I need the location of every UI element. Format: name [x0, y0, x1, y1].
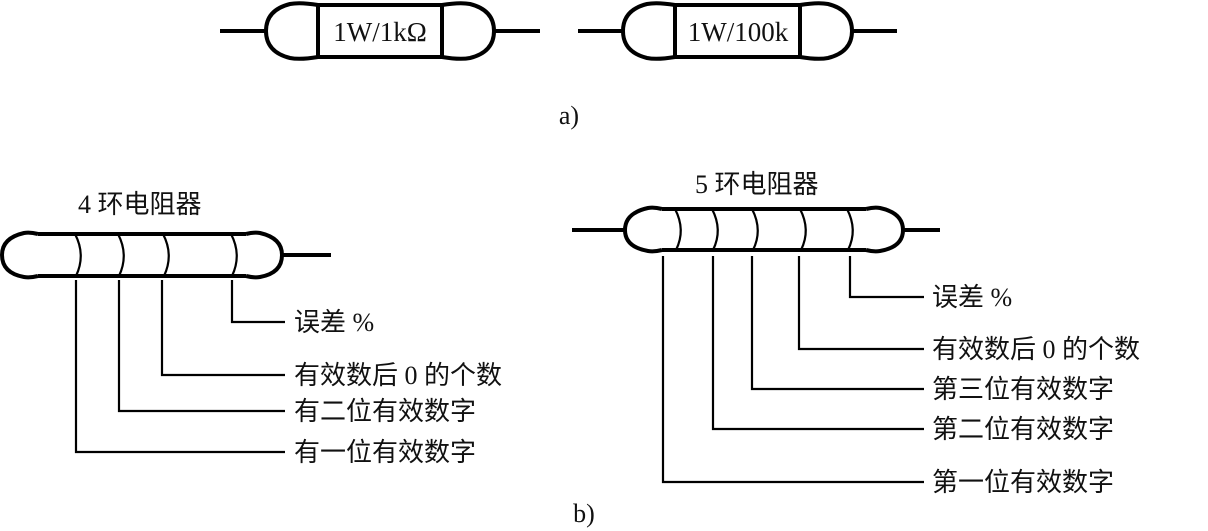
- end-cap-left: [622, 205, 663, 254]
- four-band-label-4: 误差 %: [294, 308, 374, 337]
- leader-band-4: [797, 256, 924, 351]
- five-band-resistor: 5 环电阻器 误差 % 有效数后 0 的个数 第三位有效数字 第二位有效数字 第…: [572, 170, 1140, 497]
- caption-a: a): [559, 101, 579, 130]
- four-band-resistor: 4 环电阻器 误差 % 有效数后 0 的个数 有二位有效数字 有一位有效数字: [0, 190, 502, 467]
- caption-b: b): [573, 499, 595, 528]
- five-band-title: 5 环电阻器: [695, 170, 819, 199]
- resistor-a1: 1W/1kΩ: [220, 1, 540, 61]
- five-band-label-4: 有效数后 0 的个数: [932, 335, 1140, 364]
- resistor-body: [316, 3, 444, 59]
- end-cap-right: [245, 230, 285, 280]
- end-cap-left: [0, 230, 39, 280]
- band-1: [674, 208, 682, 251]
- band-3: [751, 208, 759, 251]
- end-cap-left: [263, 1, 319, 61]
- leader-band-1: [661, 256, 924, 484]
- resistor-body: [673, 3, 802, 59]
- five-band-label-3: 第三位有效数字: [932, 375, 1114, 404]
- leader-band-2: [711, 256, 924, 431]
- four-band-title: 4 环电阻器: [78, 190, 202, 219]
- five-band-label-5: 误差 %: [932, 283, 1012, 312]
- leader-band-4: [230, 280, 285, 324]
- four-band-label-2: 有二位有效数字: [294, 397, 476, 426]
- four-band-label-1: 有一位有效数字: [294, 438, 476, 467]
- band-4: [799, 208, 807, 251]
- leader-band-3: [160, 280, 285, 377]
- four-band-label-3: 有效数后 0 的个数: [294, 361, 502, 390]
- leader-band-2: [117, 280, 285, 413]
- band-5: [846, 208, 854, 251]
- five-band-label-1: 第一位有效数字: [932, 468, 1114, 497]
- end-cap-right: [441, 1, 497, 61]
- band-1: [74, 233, 82, 277]
- end-cap-right: [865, 205, 906, 254]
- end-cap-right: [799, 1, 855, 61]
- resistor-a1-label: 1W/1kΩ: [333, 17, 427, 47]
- leader-band-3: [750, 256, 924, 391]
- resistor-a2-label: 1W/100k: [688, 17, 789, 47]
- band-2: [711, 208, 719, 251]
- five-band-label-2: 第二位有效数字: [932, 415, 1114, 444]
- band-4: [230, 233, 238, 277]
- resistor-a2: 1W/100k: [578, 1, 897, 61]
- leader-band-5: [848, 256, 924, 299]
- band-3: [162, 233, 170, 277]
- end-cap-left: [620, 1, 676, 61]
- band-2: [117, 233, 125, 277]
- leader-band-1: [74, 280, 285, 454]
